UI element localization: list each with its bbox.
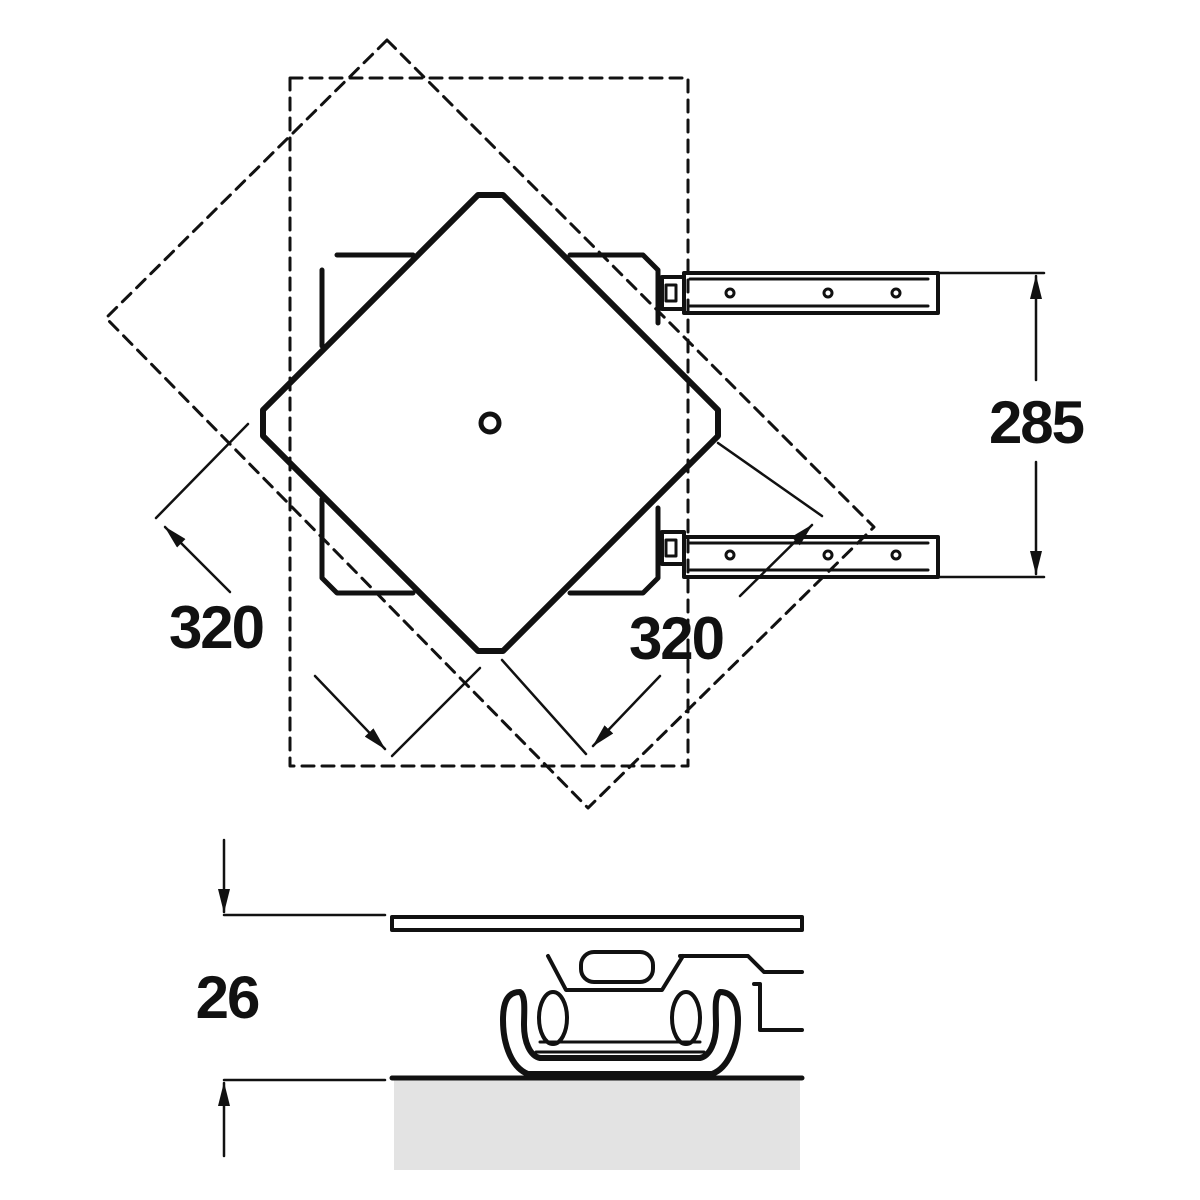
rotating-tray <box>260 192 721 654</box>
base-shelf <box>394 1080 800 1170</box>
mounting-plate <box>319 252 661 596</box>
center-pivot <box>478 411 502 435</box>
upper-runner <box>660 271 940 315</box>
cabinet-outline-dashed <box>288 76 690 768</box>
dimension-285: 285 <box>938 271 1086 579</box>
dimension-label-26: 26 <box>196 964 259 1031</box>
dimension-320-right: 320 <box>500 441 824 756</box>
top-view: 285 320 320 <box>104 38 1086 810</box>
dimension-label-320-left: 320 <box>169 594 263 661</box>
tray-plate <box>390 915 804 932</box>
dimension-26: 26 <box>196 838 387 1158</box>
lower-runner <box>660 530 940 579</box>
dimension-320-left: 320 <box>154 422 482 758</box>
rotated-envelope-dashed <box>104 38 876 810</box>
swivel-mechanism <box>500 950 804 1077</box>
dimension-label-320-right: 320 <box>629 605 723 672</box>
side-view: 26 <box>196 838 805 1170</box>
dimension-label-285: 285 <box>989 389 1084 456</box>
